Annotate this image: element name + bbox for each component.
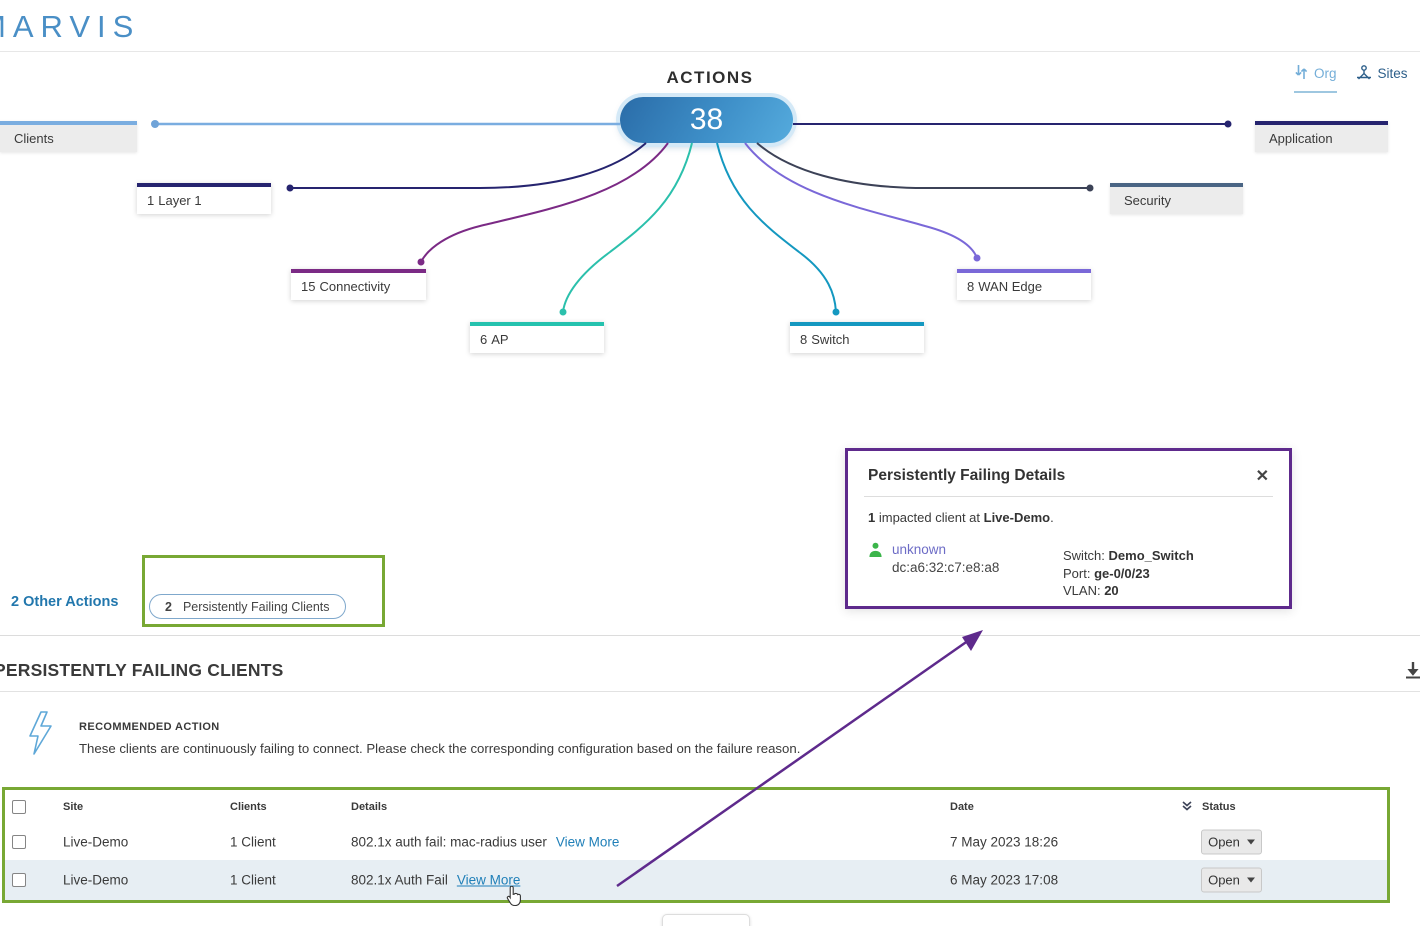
table-header-row: Site Clients Details Date Status — [5, 790, 1387, 823]
pill-count: 2 — [165, 599, 172, 614]
sites-icon — [1355, 64, 1373, 83]
pill-label: Persistently Failing Clients — [182, 599, 330, 614]
node-count: 6 — [480, 332, 488, 347]
cell-details: 802.1x Auth Fail — [351, 872, 448, 888]
actions-title: ACTIONS — [666, 68, 754, 87]
caret-down-icon — [1246, 839, 1255, 844]
cell-details: 802.1x auth fail: mac-radius user — [351, 834, 547, 849]
port-label: Port: — [1063, 565, 1095, 581]
client-mac: dc:a6:32:c7:e8:a8 — [892, 560, 1000, 575]
row-checkbox[interactable] — [12, 834, 26, 849]
node-clients[interactable]: Clients — [0, 121, 137, 152]
node-security[interactable]: Security — [1110, 183, 1243, 214]
node-label: Application — [1269, 131, 1333, 146]
status-value: Open — [1208, 872, 1240, 888]
recommended-action-text: These clients are continuously failing t… — [79, 741, 801, 756]
org-tab[interactable]: Org — [1294, 64, 1337, 93]
node-label: Layer 1 — [158, 193, 202, 208]
view-toggle: Org Sites — [1294, 64, 1408, 93]
client-icon — [868, 542, 883, 563]
other-actions-label: 2 Other Actions — [11, 594, 119, 610]
port-value: ge-0/0/23 — [1094, 565, 1150, 581]
select-all-checkbox[interactable] — [12, 799, 26, 814]
popup-divider — [864, 496, 1273, 497]
popup-switch-info: Switch: Demo_Switch Port: ge-0/0/23 VLAN… — [1063, 547, 1194, 600]
node-label: Connectivity — [319, 279, 391, 294]
persistently-failing-details-popup: Persistently Failing Details ✕ 1 impacte… — [845, 448, 1292, 609]
node-label: WAN Edge — [978, 279, 1043, 294]
row-checkbox[interactable] — [12, 873, 26, 887]
cell-clients: 1 Client — [230, 872, 276, 888]
node-label: Clients — [14, 131, 54, 146]
switch-label: Switch: — [1063, 548, 1109, 563]
annotation-green-box: 2 Persistently Failing Clients — [142, 555, 385, 627]
org-sort-icon — [1294, 64, 1309, 83]
section-title: PERSISTENTLY FAILING CLIENTS — [0, 660, 284, 680]
col-status[interactable]: Status — [1202, 800, 1236, 813]
persistently-failing-clients-pill[interactable]: 2 Persistently Failing Clients — [149, 594, 346, 619]
failing-clients-table: Site Clients Details Date Status Live-De… — [2, 787, 1390, 903]
impacted-text: impacted client at — [875, 510, 984, 525]
caret-down-icon — [1246, 877, 1255, 883]
node-label: AP — [491, 332, 509, 347]
marvis-logo: MARVIS — [0, 9, 141, 44]
download-icon[interactable] — [1403, 660, 1420, 685]
sites-tab-label: Sites — [1377, 66, 1408, 81]
client-name-link[interactable]: unknown — [892, 542, 947, 557]
cell-date: 7 May 2023 18:26 — [950, 834, 1059, 849]
status-value: Open — [1208, 834, 1240, 849]
actions-total-pill[interactable]: 38 — [620, 97, 793, 143]
impacted-site: Live-Demo — [983, 510, 1051, 525]
cell-clients: 1 Client — [230, 834, 276, 849]
table-row[interactable]: Live-Demo 1 Client 802.1x auth fail: mac… — [5, 823, 1387, 860]
table-row[interactable]: Live-Demo 1 Client 802.1x Auth Fail View… — [5, 860, 1387, 900]
node-count: 8 — [800, 332, 808, 347]
col-clients[interactable]: Clients — [230, 800, 267, 813]
status-dropdown[interactable]: Open — [1201, 867, 1262, 893]
view-more-link[interactable]: View More — [456, 872, 521, 888]
col-site[interactable]: Site — [63, 800, 84, 813]
sort-descending-icon[interactable] — [1181, 799, 1193, 814]
status-dropdown[interactable]: Open — [1201, 829, 1262, 854]
sites-tab[interactable]: Sites — [1355, 64, 1408, 93]
node-count: 15 — [301, 279, 316, 294]
switch-value: Demo_Switch — [1108, 548, 1194, 563]
close-icon[interactable]: ✕ — [1255, 468, 1269, 485]
popup-summary: 1 impacted client at Live-Demo. — [868, 510, 1269, 525]
node-application[interactable]: Application — [1255, 121, 1388, 152]
col-date[interactable]: Date — [950, 800, 974, 813]
view-more-link[interactable]: View More — [555, 834, 620, 849]
vlan-value: 20 — [1104, 583, 1119, 598]
hand-cursor-icon — [505, 885, 522, 912]
impacted-period: . — [1050, 510, 1054, 525]
node-label: Security — [1124, 193, 1171, 208]
impacted-count: 1 — [868, 510, 876, 525]
top-bar: MARVIS — [0, 0, 1420, 52]
node-count: 1 — [147, 193, 155, 208]
lightning-bolt-icon — [24, 710, 56, 761]
bottom-partial-button[interactable] — [662, 914, 750, 926]
cell-site: Live-Demo — [63, 834, 129, 849]
col-details[interactable]: Details — [351, 800, 388, 813]
header-rule — [0, 691, 1420, 692]
recommended-action-title: RECOMMENDED ACTION — [79, 721, 220, 733]
org-tab-label: Org — [1314, 66, 1337, 81]
cell-date: 6 May 2023 17:08 — [950, 872, 1059, 888]
node-count: 8 — [967, 279, 975, 294]
cell-site: Live-Demo — [63, 872, 129, 888]
section-divider — [0, 635, 1420, 636]
vlan-label: VLAN: — [1063, 583, 1105, 598]
node-label: Switch — [811, 332, 850, 347]
popup-title: Persistently Failing Details — [868, 467, 1066, 484]
